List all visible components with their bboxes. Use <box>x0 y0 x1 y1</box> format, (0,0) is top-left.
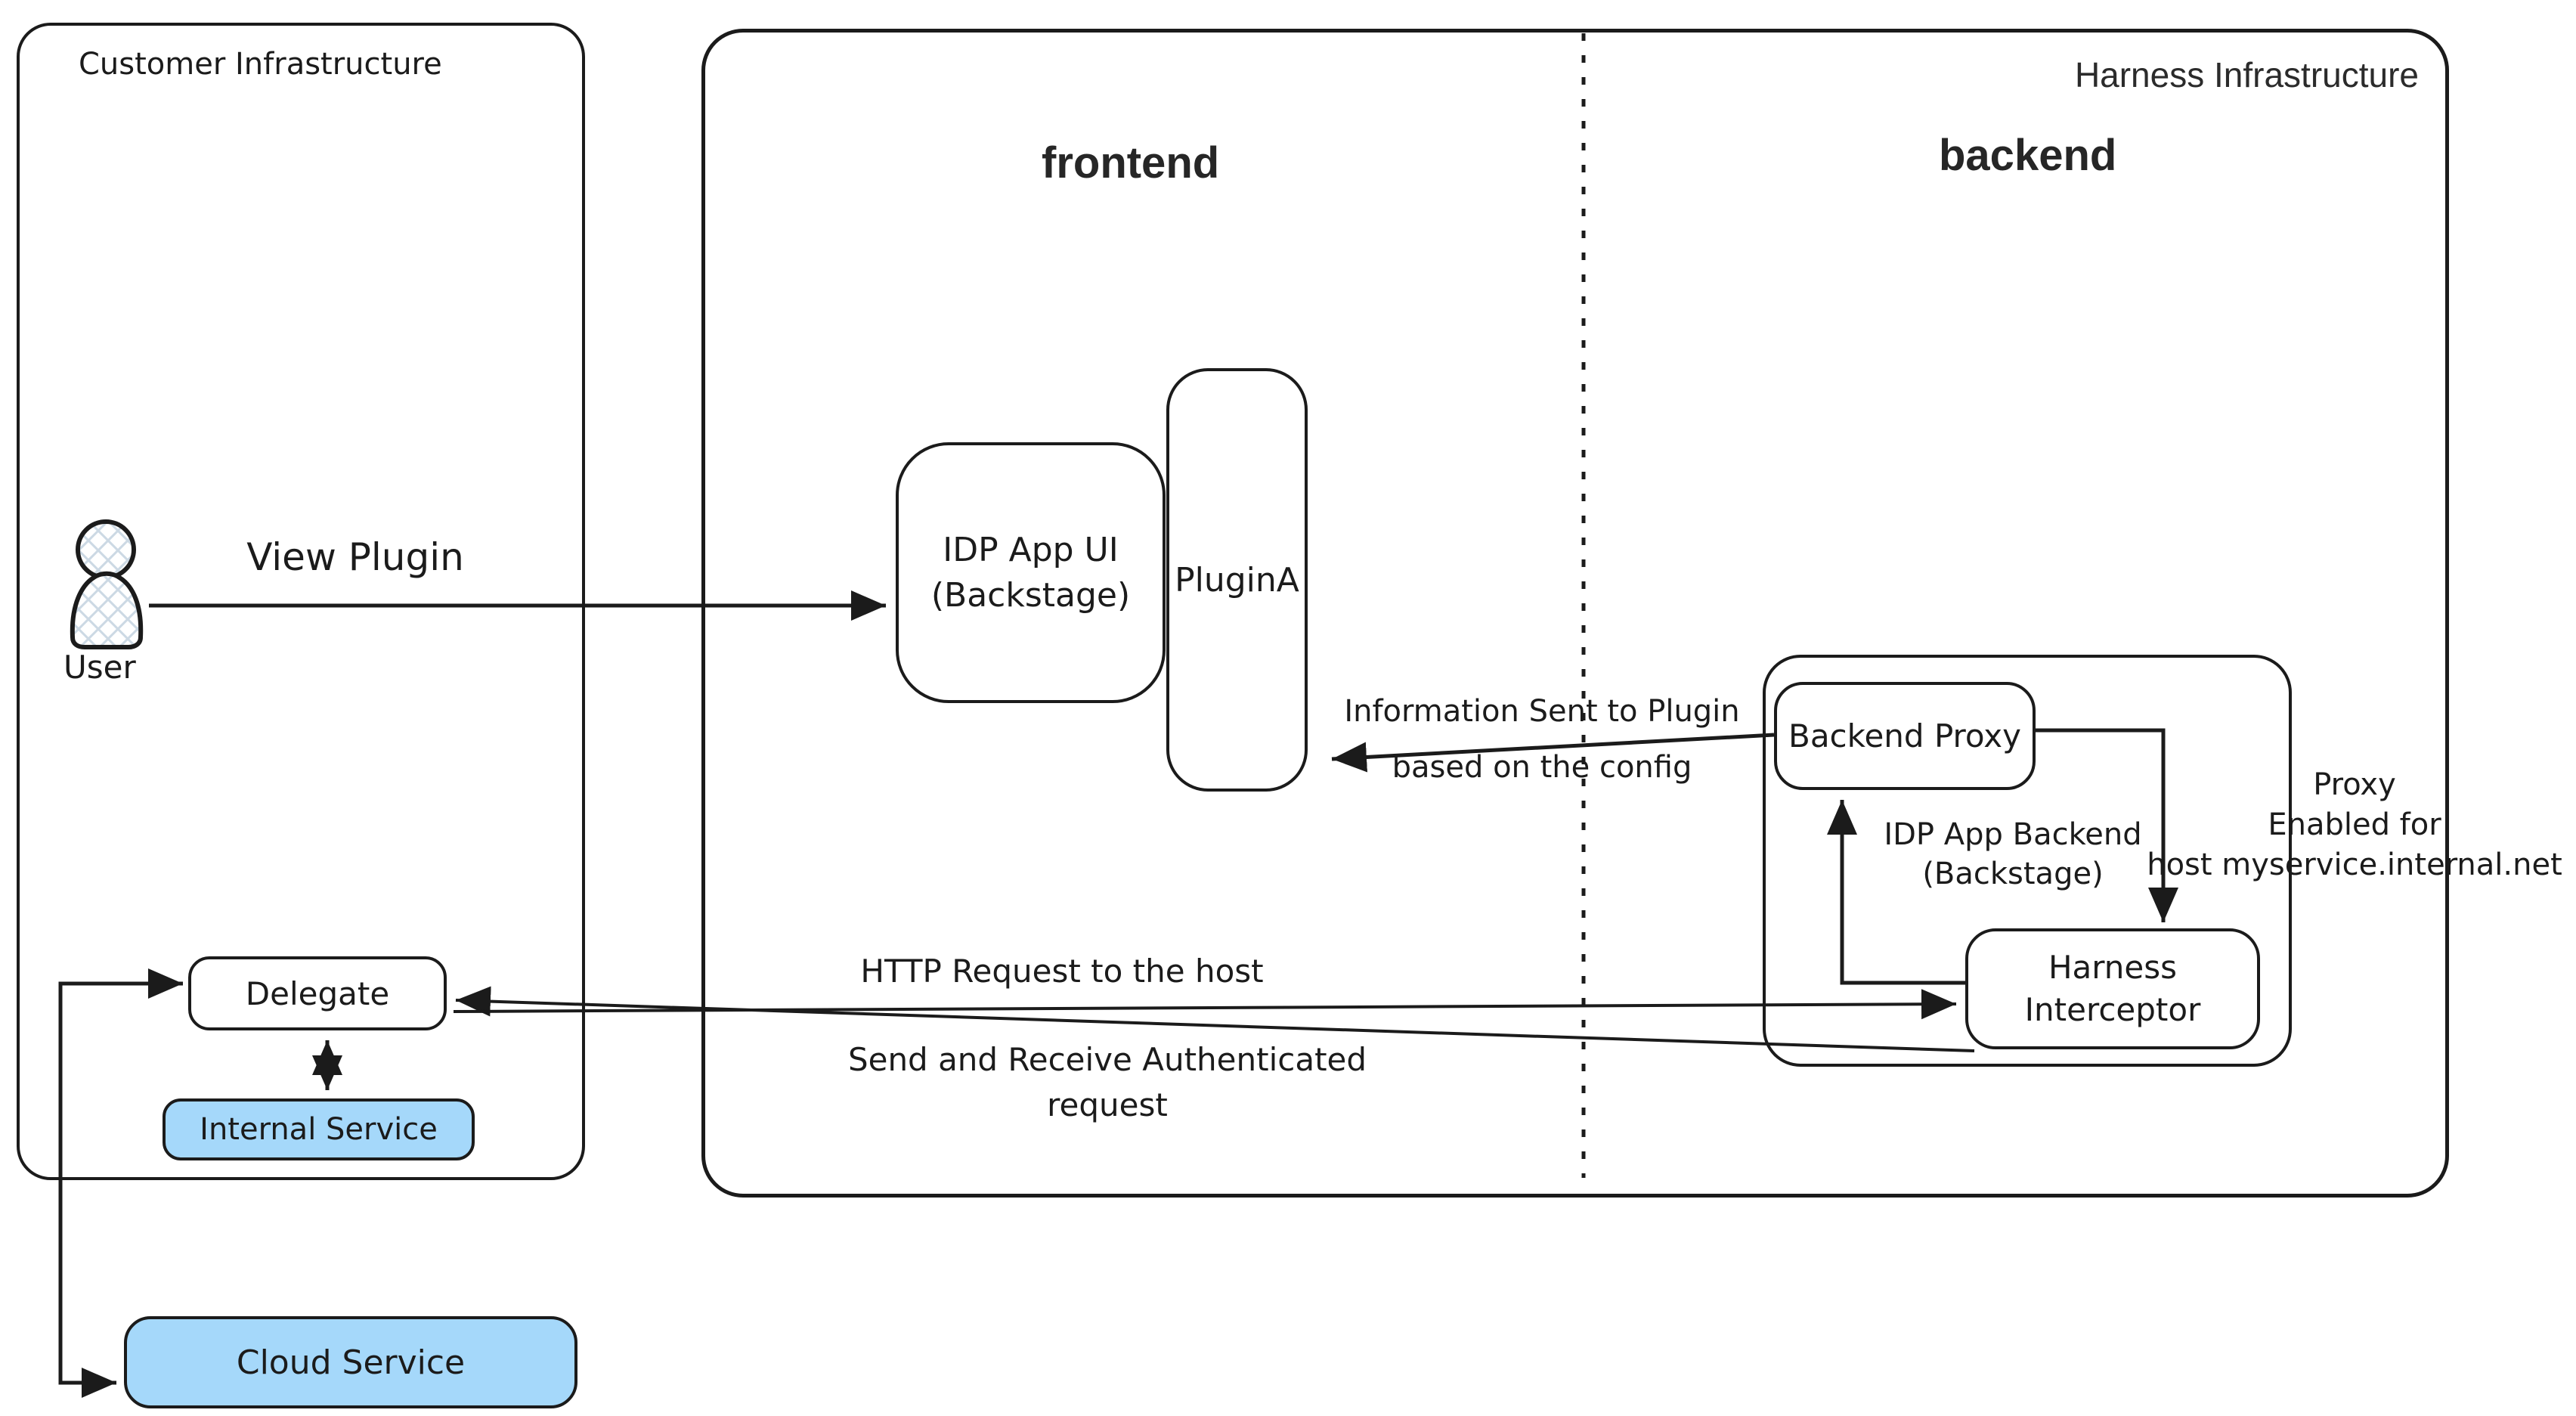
harness-infrastructure-box <box>701 29 2449 1198</box>
proxy-note-line2: Enabled for <box>2268 807 2441 842</box>
view-plugin-label: View Plugin <box>246 535 464 579</box>
proxy-note-line3: host myservice.internal.net <box>2147 847 2562 882</box>
http-request-label: HTTP Request to the host <box>860 953 1264 990</box>
idp-app-ui-label-line2: (Backstage) <box>930 575 1131 615</box>
internal-service-box: Internal Service <box>163 1098 475 1160</box>
cloud-service-box: Cloud Service <box>124 1316 577 1408</box>
send-receive-label-line1: Send and Receive Authenticated <box>847 1041 1367 1078</box>
idp-app-backend-label: IDP App Backend (Backstage) <box>1854 815 2172 894</box>
cloud-service-label: Cloud Service <box>236 1343 466 1382</box>
backend-proxy-label: Backend Proxy <box>1788 717 2021 754</box>
send-receive-label: Send and Receive Authenticated request <box>843 1037 1372 1128</box>
info-sent-label-line2: based on the config <box>1392 750 1692 785</box>
harness-infrastructure-title: Harness Infrastructure <box>2074 55 2419 95</box>
harness-interceptor-box: Harness Interceptor <box>1965 928 2260 1049</box>
idp-app-ui-box: IDP App UI (Backstage) <box>896 442 1166 703</box>
delegate-label: Delegate <box>245 974 390 1012</box>
backend-heading: backend <box>1939 131 2117 180</box>
frontend-heading: frontend <box>1042 138 1220 187</box>
delegate-box: Delegate <box>188 956 447 1030</box>
harness-interceptor-label-line1: Harness <box>2048 949 2178 986</box>
send-receive-label-line2: request <box>1047 1086 1168 1123</box>
proxy-note: Proxy Enabled for host myservice.interna… <box>2133 765 2576 885</box>
customer-infrastructure-title: Customer Infrastructure <box>79 47 442 82</box>
backend-proxy-box: Backend Proxy <box>1774 682 2036 790</box>
user-label: User <box>63 649 136 686</box>
proxy-note-line1: Proxy <box>2313 767 2396 802</box>
internal-service-label: Internal Service <box>200 1112 438 1147</box>
idp-app-backend-label-line2: (Backstage) <box>1922 857 2104 891</box>
customer-infrastructure-box <box>17 23 585 1180</box>
info-sent-label-line1: Information Sent to Plugin <box>1344 694 1740 729</box>
plugin-a-label: PluginA <box>1175 560 1299 600</box>
harness-interceptor-label-line2: Interceptor <box>2024 991 2201 1028</box>
idp-app-backend-container <box>1763 655 2292 1067</box>
plugin-a-box: PluginA <box>1166 368 1308 792</box>
idp-app-backend-label-line1: IDP App Backend <box>1884 817 2142 852</box>
idp-app-ui-label-line1: IDP App UI <box>943 530 1119 569</box>
